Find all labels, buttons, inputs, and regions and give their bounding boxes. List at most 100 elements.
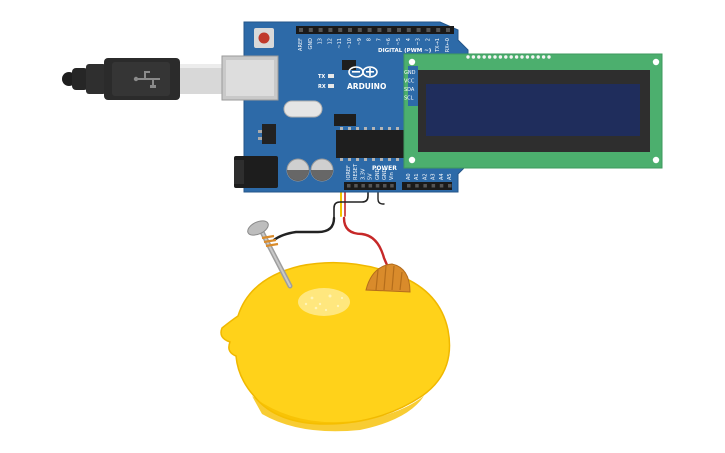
digital-header [296,26,454,34]
top-pin-label: TX→1 [435,38,441,53]
top-pin-label: 7 [376,38,382,41]
power-pin-label: Vin [389,172,395,180]
top-pin-label: 13 [318,38,324,44]
lcd-pad [536,55,540,59]
analog-header [402,182,452,190]
top-pin-label: ~9 [357,38,363,45]
header-pin-hole [367,28,372,32]
lcd-pad [471,55,476,59]
usb-cable-icon [62,58,222,100]
header-pin-hole [368,184,373,188]
analog-pin-label: A5 [447,173,453,180]
power-pin-label: GND [375,168,381,180]
header-pin-hole [436,28,441,32]
lcd-pad [514,55,519,59]
header-pin-hole [377,28,382,32]
header-pin-hole [308,28,313,32]
lcd-pin-label: VCC [404,79,415,85]
power-header-label: POWER [372,165,397,172]
lcd-pad [525,55,530,59]
lcd-pad [498,55,503,59]
wire-black-to-nail [272,216,336,242]
header-pin-hole [338,28,343,32]
power-pin-label: GND [382,168,388,180]
header-pin-hole [328,28,333,32]
lcd-pad [531,55,535,59]
lcd-pin-label: SCL [404,96,414,102]
arduino-brand: ARDUINO [347,82,386,91]
header-pin-hole [423,184,427,188]
header-pin-hole [354,184,358,188]
top-pin-label: ~10 [347,38,353,49]
analog-pin-label: A4 [439,173,445,180]
nail-electrode-icon [247,220,293,289]
header-pin-hole [426,28,431,32]
lcd-pin-label: GND [404,70,416,76]
lcd-module: GND VCC SDA SCL [403,53,663,169]
header-pin-hole [446,28,450,32]
top-pin-label: 8 [367,38,373,41]
top-pin-label: ~6 [386,38,392,45]
lcd-pin-label: SDA [404,87,415,93]
header-pin-hole [361,184,365,188]
header-pin-hole [439,184,444,188]
lcd-screen [426,84,640,136]
header-pin-hole [416,28,421,32]
analog-pin-label: A3 [431,173,437,180]
rx-label: RX [318,84,326,90]
crystal-oscillator [283,100,323,118]
header-pin-hole [406,28,411,32]
arduino-logo-icon [348,66,378,78]
lcd-pad [520,55,524,59]
lcd-pad [466,55,470,59]
header-pin-hole [415,184,419,188]
dc-power-jack [234,156,278,188]
lcd-pad [504,55,508,59]
lemon-icon [220,261,451,432]
top-pin-label: RX←0 [445,38,451,52]
microcontroller-chip [336,130,408,158]
header-pin-hole [347,184,351,188]
top-pin-label: ~3 [416,38,422,45]
header-pin-hole [407,184,411,188]
lcd-pad [477,55,481,59]
header-pin-hole [383,184,387,188]
analog-pin-label: A2 [422,173,428,180]
header-pin-hole [448,184,452,188]
analog-pin-label: A1 [414,173,420,180]
wire-black-gnd2 [377,185,385,205]
wire-red-to-coin [342,216,392,274]
analog-pin-label: A0 [406,173,412,180]
header-pin-hole [375,184,380,188]
lcd-pad [541,55,546,59]
digital-header-label: DIGITAL (PWM ~) [378,48,432,54]
header-pin-hole [397,28,401,32]
lcd-pad [547,55,551,59]
power-pin-label: 3.3V [360,168,366,180]
power-pin-label: IOREF [346,165,352,180]
power-pin-label: RESET [353,163,359,180]
lcd-pad [493,55,497,59]
header-pin-hole [431,184,436,188]
top-pin-label: AREF [298,38,304,51]
top-pin-label: ~5 [396,38,402,45]
header-pin-hole [348,28,352,32]
tx-label: TX [318,74,325,80]
wire-black-gnd [333,185,369,219]
lcd-pad [482,55,486,59]
lcd-pin-header [408,66,418,106]
header-pin-hole [390,184,394,188]
top-pin-label: ~11 [337,38,343,49]
header-pin-hole [318,28,323,32]
copper-coin-electrode-icon [365,263,411,293]
top-pin-label: 2 [425,38,431,41]
lcd-pad [487,55,492,59]
top-pin-label: 4 [406,38,412,41]
top-pin-label: 12 [327,38,333,44]
header-pin-hole [357,28,362,32]
top-pin-label: GND [308,38,314,50]
header-pin-hole [387,28,392,32]
lcd-pad [509,55,513,59]
power-pin-label: 5V [368,173,374,180]
